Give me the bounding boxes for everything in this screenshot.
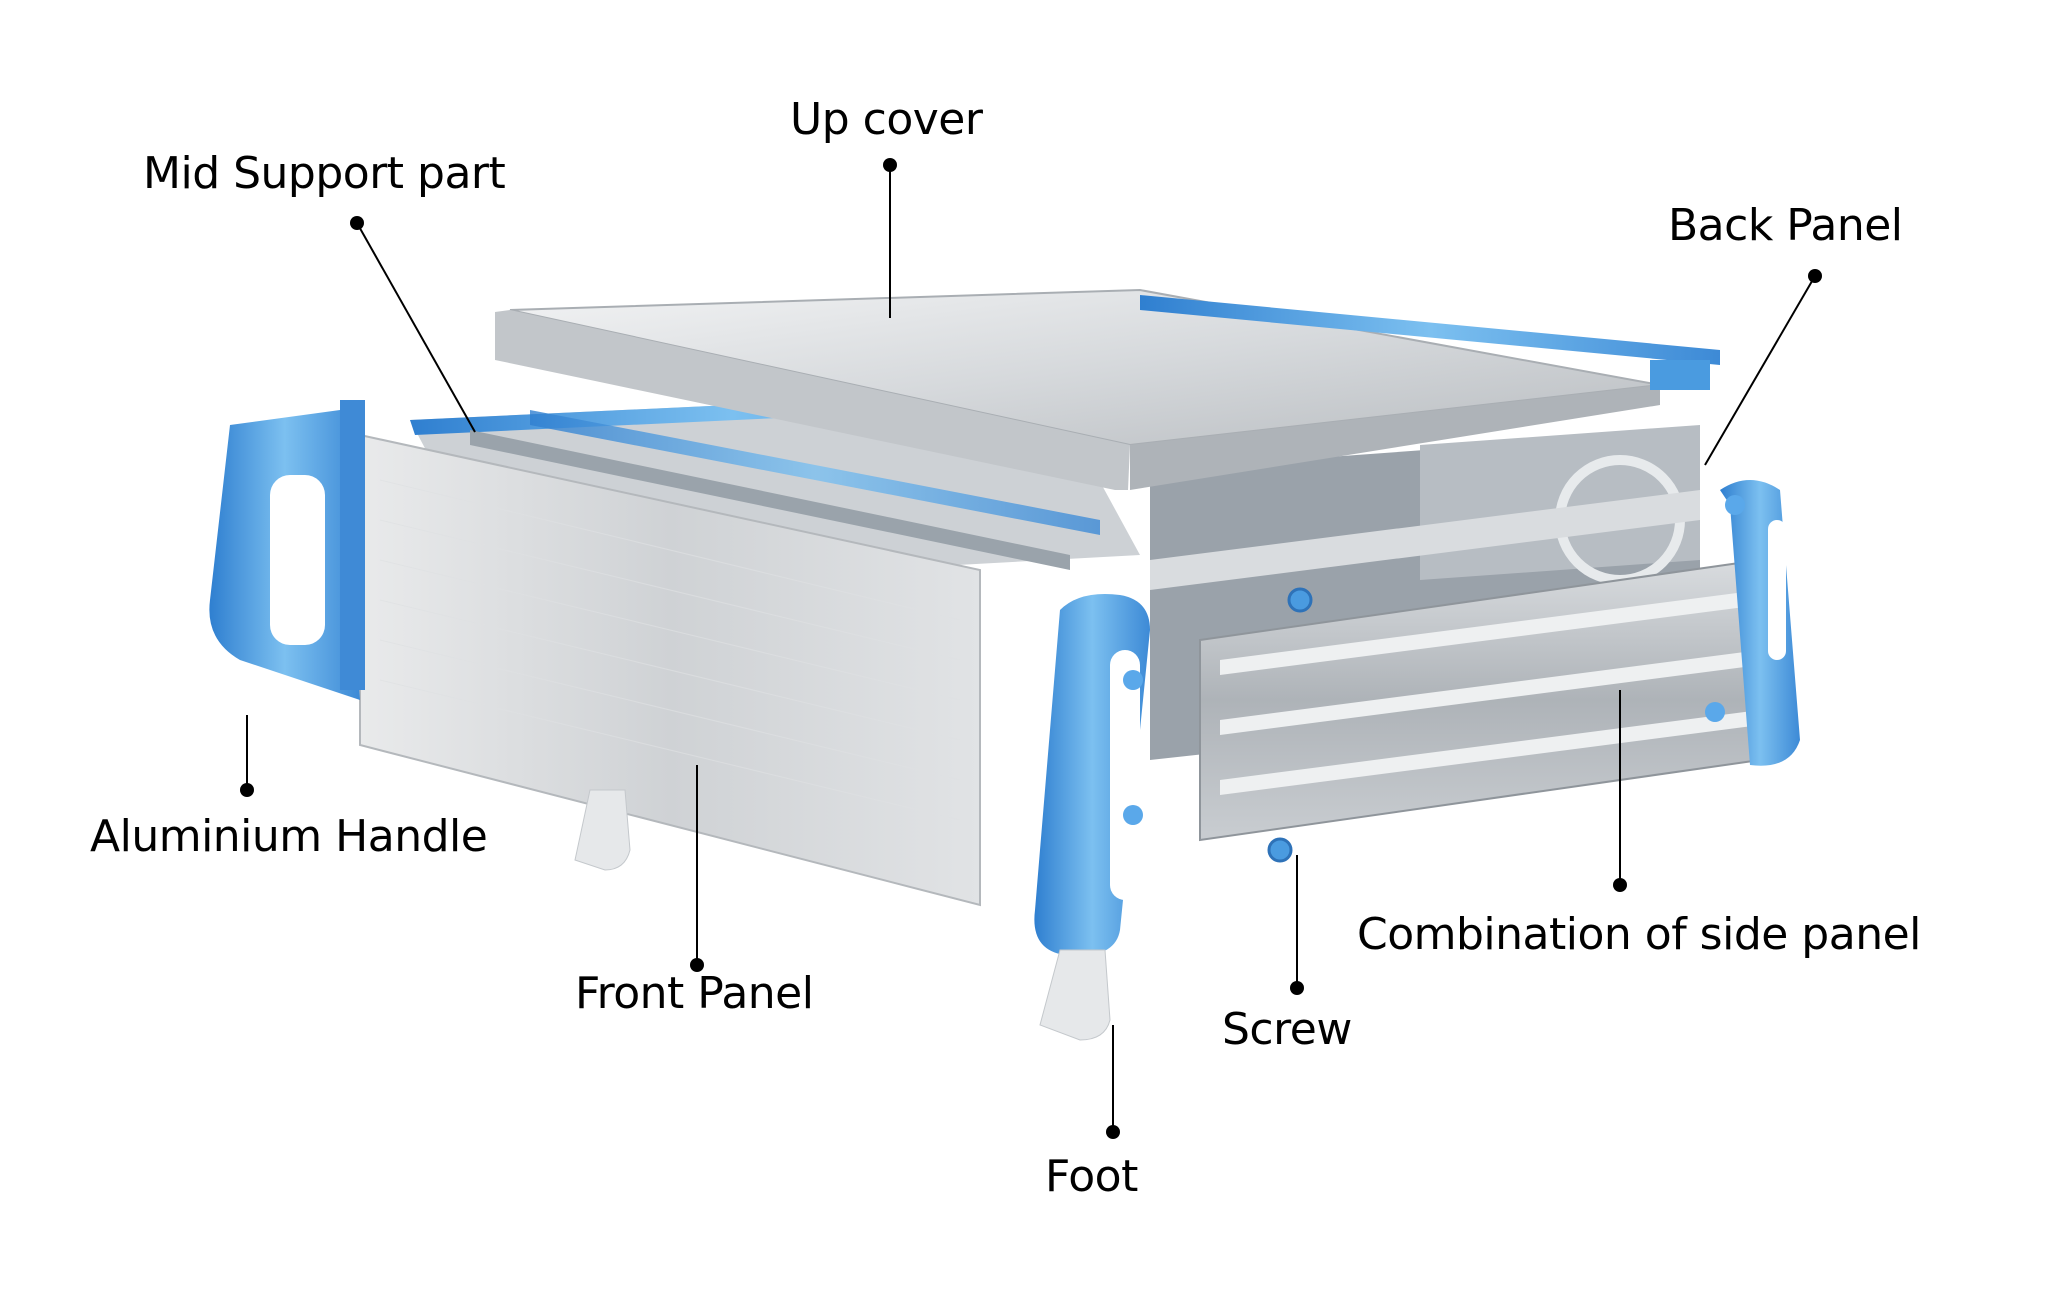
label-foot: Foot — [1045, 1151, 1138, 1202]
foot-shapes — [574, 789, 1111, 1041]
front-right-handle-shape — [1034, 594, 1150, 956]
leader-dots — [240, 158, 1822, 1139]
screw-shapes — [1267, 587, 1313, 863]
left-handle-shape — [209, 400, 365, 700]
label-screw: Screw — [1222, 1004, 1352, 1055]
right-handle-shape — [1705, 480, 1800, 766]
up-cover-shape — [495, 288, 1720, 490]
label-combination-side-panel: Combination of side panel — [1357, 909, 1921, 960]
label-mid-support: Mid Support part — [143, 148, 506, 199]
label-front-panel: Front Panel — [575, 968, 814, 1019]
label-aluminium-handle: Aluminium Handle — [90, 811, 488, 862]
leader-lines — [246, 165, 1816, 1132]
label-back-panel: Back Panel — [1668, 200, 1903, 251]
label-up-cover: Up cover — [790, 94, 983, 145]
